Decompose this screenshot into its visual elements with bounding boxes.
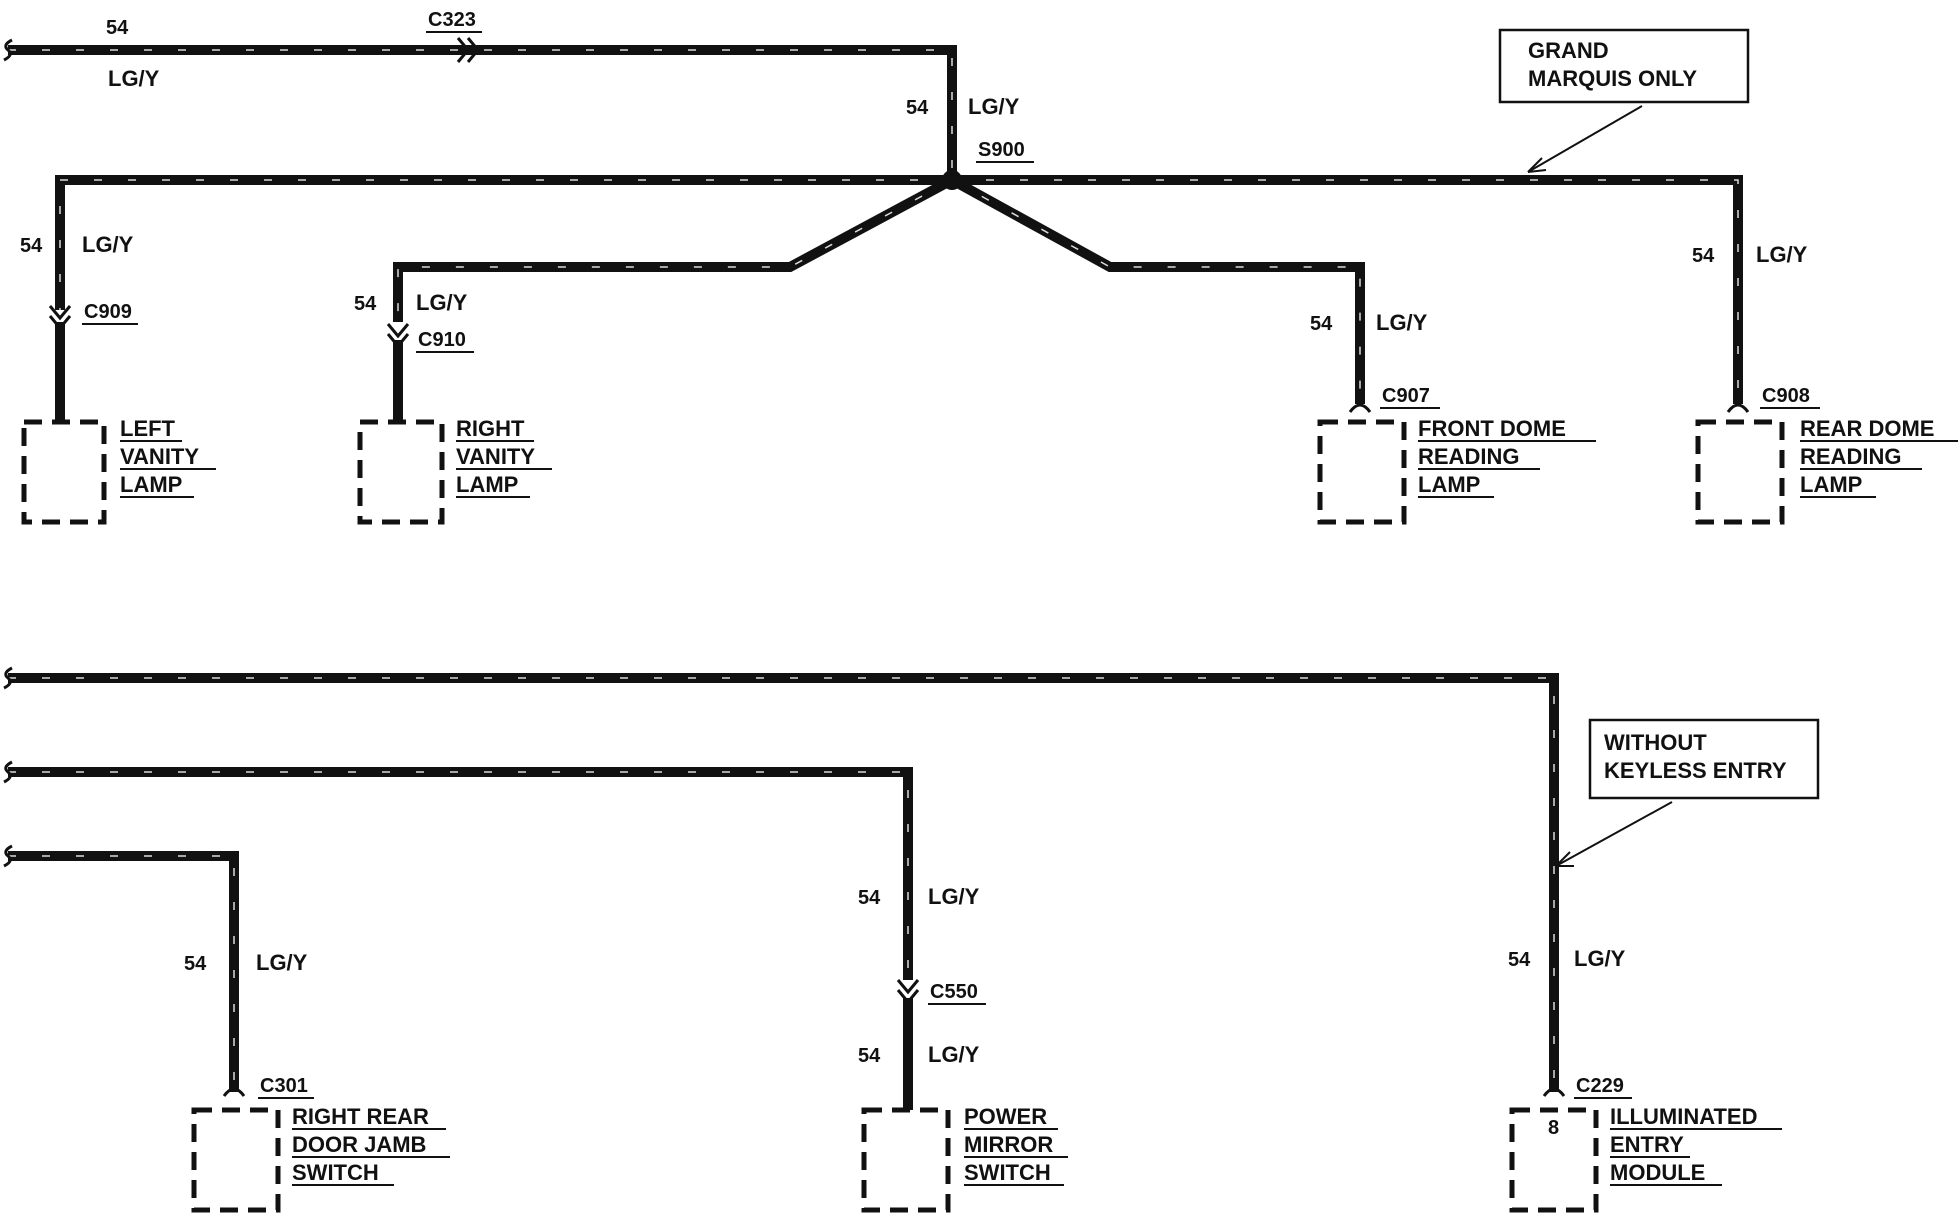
note-grand-marquis-line2: MARQUIS ONLY — [1528, 66, 1697, 91]
right-vanity-lamp-label-1: RIGHT — [456, 416, 525, 441]
rr-door-jamb-switch-label-2: DOOR JAMB — [292, 1132, 426, 1157]
front-dome-lamp-label-3: LAMP — [1418, 472, 1480, 497]
label-circuit: 54 — [354, 293, 377, 315]
label-color: LG/Y — [1376, 310, 1428, 335]
front-dome-lamp-label-1: FRONT DOME — [1418, 416, 1566, 441]
left-vanity-lamp-label-3: LAMP — [120, 472, 182, 497]
wire-right-vanity — [393, 175, 955, 322]
connector-c908-mark — [1726, 403, 1750, 413]
connector-c301-mark — [222, 1087, 246, 1097]
left-vanity-lamp-label-1: LEFT — [120, 416, 176, 441]
wire-rear-dome — [952, 175, 1743, 404]
label-circuit: 54 — [20, 235, 43, 257]
label-s900: S900 — [978, 139, 1025, 161]
rear-dome-lamp-label-2: READING — [1800, 444, 1901, 469]
label-color: LG/Y — [968, 94, 1020, 119]
bottom-wires — [8, 673, 1559, 1110]
label-color: LG/Y — [1756, 242, 1808, 267]
label-c550: C550 — [930, 981, 978, 1003]
wire-feed-c323 — [8, 45, 957, 180]
label-c910: C910 — [418, 329, 466, 351]
label-color: LG/Y — [1574, 946, 1626, 971]
label-color: LG/Y — [928, 1042, 980, 1067]
power-mirror-switch-box — [861, 1107, 951, 1213]
left-vanity-lamp-label-2: VANITY — [120, 444, 199, 469]
label-c323: C323 — [428, 9, 476, 31]
rear-dome-lamp-box — [1695, 419, 1785, 525]
top-wires — [8, 45, 1743, 424]
rear-dome-lamp-label-1: REAR DOME — [1800, 416, 1934, 441]
power-mirror-switch-label-1: POWER — [964, 1104, 1047, 1129]
left-vanity-lamp-box — [21, 419, 107, 525]
connector-c550-mark — [896, 979, 920, 1005]
label-circuit: 54 — [184, 953, 207, 975]
power-mirror-switch-label-2: MIRROR — [964, 1132, 1053, 1157]
label-c301: C301 — [260, 1075, 308, 1097]
label-c907: C907 — [1382, 385, 1430, 407]
label-color: LG/Y — [256, 950, 308, 975]
label-circuit: 54 — [106, 17, 129, 39]
label-circuit: 54 — [858, 887, 881, 909]
note-without-keyless-line1: WITHOUT — [1604, 730, 1707, 755]
wire-illum-entry — [8, 673, 1559, 1092]
rr-door-jamb-switch-label-1: RIGHT REAR — [292, 1104, 429, 1129]
connector-c907-mark — [1348, 403, 1372, 413]
note-without-keyless — [1588, 718, 1820, 800]
label-color: LG/Y — [108, 66, 160, 91]
splice-s900-dot — [942, 170, 962, 190]
illum-entry-module-label-3: MODULE — [1610, 1160, 1705, 1185]
wire-front-dome — [949, 175, 1365, 404]
rr-door-jamb-switch-label-3: SWITCH — [292, 1160, 379, 1185]
wire-power-mirror — [8, 767, 913, 980]
label-color: LG/Y — [82, 232, 134, 257]
note-without-keyless-line2: KEYLESS ENTRY — [1604, 758, 1787, 783]
label-circuit: 54 — [1692, 245, 1715, 267]
front-dome-lamp-box — [1317, 419, 1407, 525]
right-vanity-lamp-label-2: VANITY — [456, 444, 535, 469]
pin-label-c229: 8 — [1548, 1117, 1559, 1139]
illum-entry-module-label-2: ENTRY — [1610, 1132, 1684, 1157]
label-circuit: 54 — [1508, 949, 1531, 971]
label-c229: C229 — [1576, 1075, 1624, 1097]
label-circuit: 54 — [1310, 313, 1333, 335]
front-dome-lamp-label-2: READING — [1418, 444, 1519, 469]
label-c908: C908 — [1762, 385, 1810, 407]
note-grand-marquis — [1498, 28, 1750, 104]
rr-door-jamb-switch-box — [191, 1107, 281, 1213]
illum-entry-module-label-1: ILLUMINATED — [1610, 1104, 1757, 1129]
label-c909: C909 — [84, 301, 132, 323]
label-circuit: 54 — [906, 97, 929, 119]
connector-c909-mark — [48, 305, 72, 331]
rear-dome-lamp-label-3: LAMP — [1800, 472, 1862, 497]
label-color: LG/Y — [928, 884, 980, 909]
note-grand-marquis-line1: GRAND — [1528, 38, 1609, 63]
label-color: LG/Y — [416, 290, 468, 315]
illum-entry-module-box — [1509, 1107, 1599, 1213]
right-vanity-lamp-label-3: LAMP — [456, 472, 518, 497]
wire-left-vanity — [55, 175, 952, 310]
connector-c910-mark — [386, 323, 410, 349]
power-mirror-switch-label-3: SWITCH — [964, 1160, 1051, 1185]
label-circuit: 54 — [858, 1045, 881, 1067]
connector-c229-mark — [1542, 1087, 1566, 1097]
right-vanity-lamp-box — [357, 419, 445, 525]
